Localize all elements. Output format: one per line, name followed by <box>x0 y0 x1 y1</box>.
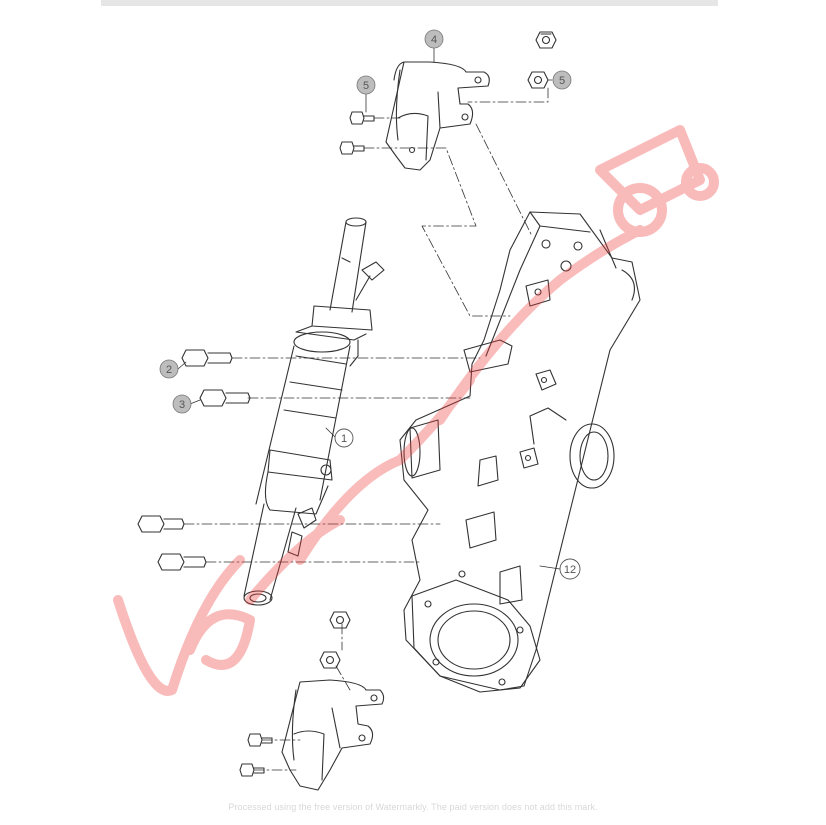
watermark-footer-note: Processed using the free version of Wate… <box>228 802 598 812</box>
callout-label: 5 <box>559 75 565 87</box>
callout-leaders <box>177 47 561 570</box>
callout-label: 12 <box>564 564 576 576</box>
callout-1: 1 <box>334 428 354 448</box>
callout-2: 2 <box>159 359 179 379</box>
nut-top-1 <box>535 31 557 49</box>
callout-5-right: 5 <box>552 70 572 90</box>
lower-bracket <box>281 679 385 791</box>
nut-lower-1 <box>329 611 351 629</box>
bolt-part-3 <box>199 389 251 407</box>
upper-bracket <box>385 61 490 171</box>
callout-label: 2 <box>166 364 172 376</box>
bolt-lower-1 <box>137 515 185 533</box>
callout-label: 1 <box>341 433 347 445</box>
callout-12: 12 <box>559 558 581 580</box>
bolt-upper-1 <box>349 111 375 125</box>
leader-lines <box>183 87 549 771</box>
top-frame-bar <box>101 0 718 6</box>
bolt-lower-small-2 <box>239 763 265 777</box>
steering-cylinder <box>243 217 385 606</box>
watermark-stamp <box>113 125 719 696</box>
bolt-lower-small-1 <box>247 733 273 747</box>
callout-4: 4 <box>424 29 444 49</box>
bolt-part-2 <box>181 349 233 367</box>
bolt-upper-2 <box>339 141 365 155</box>
callout-label: 4 <box>431 34 437 46</box>
main-housing <box>399 211 641 693</box>
callout-label: 3 <box>179 399 185 411</box>
callout-5-left: 5 <box>356 75 376 95</box>
callout-3: 3 <box>172 394 192 414</box>
nut-top-2 <box>527 71 549 89</box>
nut-lower-2 <box>319 651 341 669</box>
callouts: 4 5 5 2 3 1 12 <box>159 29 581 580</box>
callout-label: 5 <box>363 80 369 92</box>
bolt-lower-2 <box>157 553 207 571</box>
